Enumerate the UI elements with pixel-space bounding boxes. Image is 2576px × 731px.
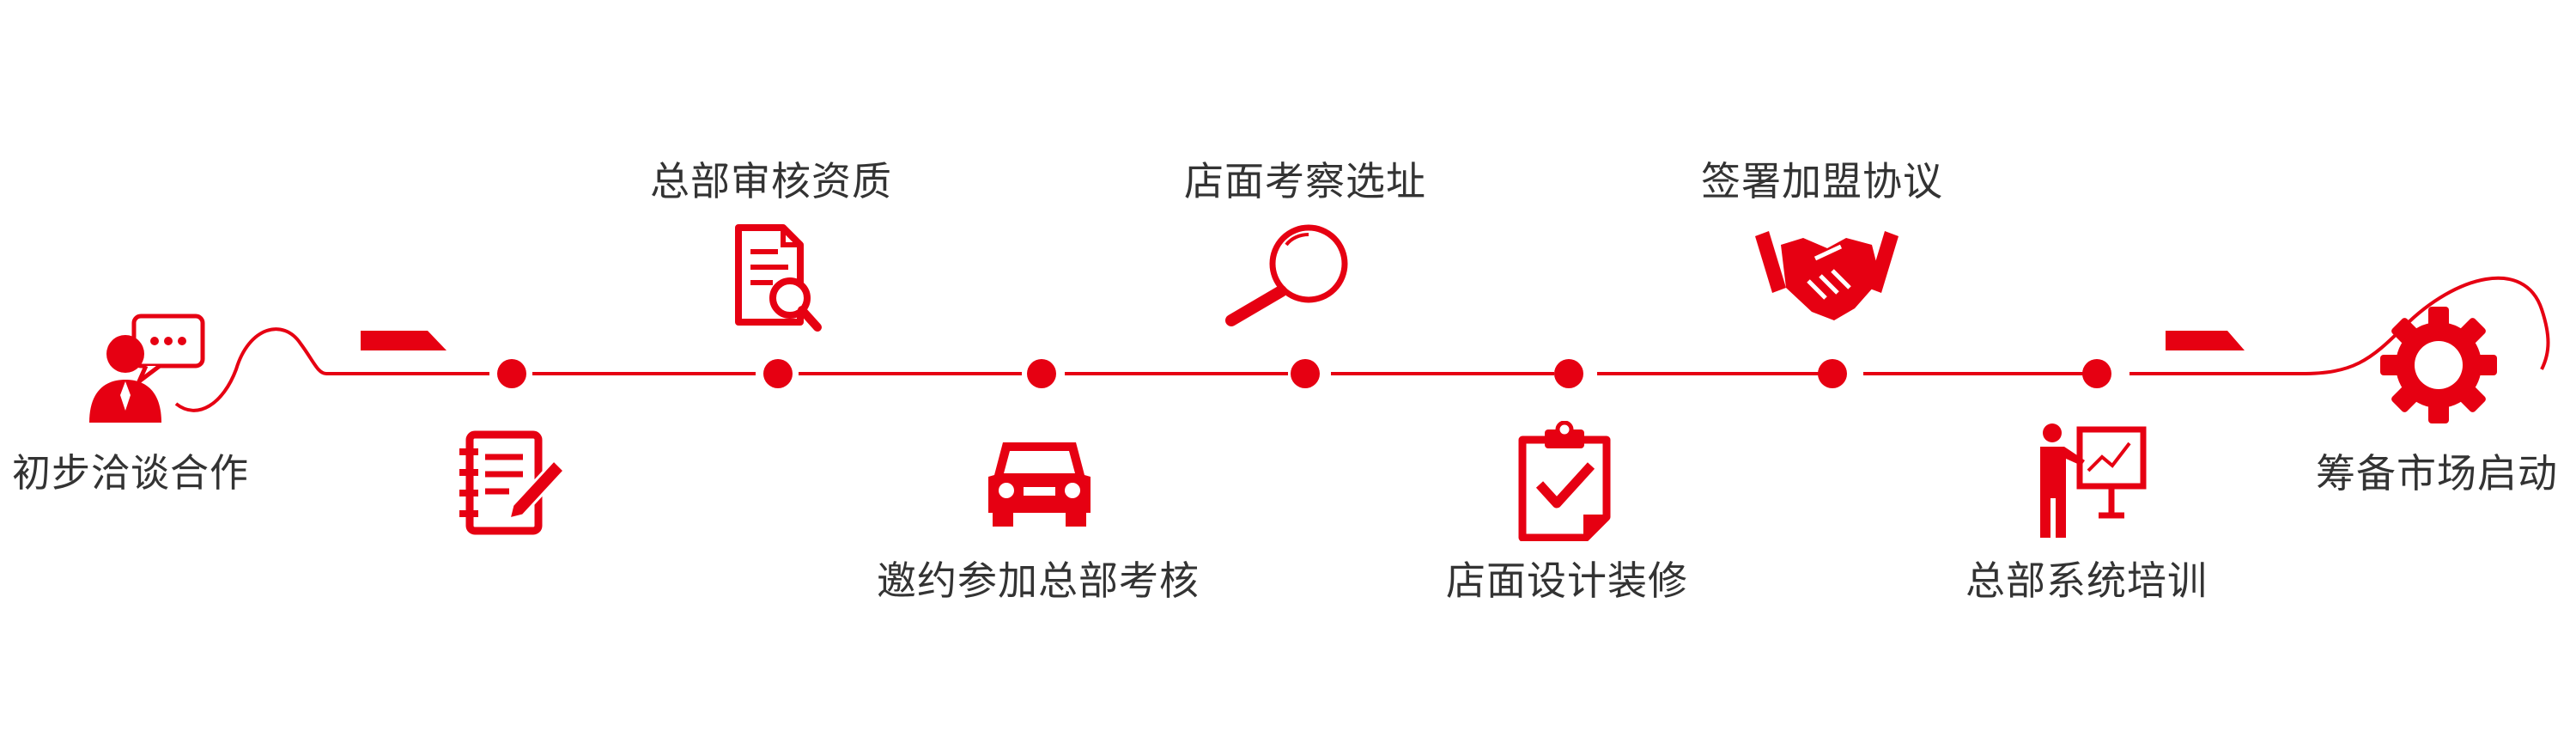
step-label-6: 签署加盟协议 bbox=[1701, 158, 1943, 204]
magnifier-icon bbox=[1225, 224, 1348, 326]
step-label-3: 邀约参加总部考核 bbox=[877, 557, 1200, 604]
timeline-node-1 bbox=[497, 359, 526, 388]
consult-chat-icon bbox=[89, 314, 205, 423]
timeline-node-4 bbox=[1291, 359, 1320, 388]
step-label-1: 初步洽谈合作 bbox=[11, 450, 250, 496]
step-label-8: 筹备市场启动 bbox=[2316, 450, 2558, 496]
gear-icon bbox=[2380, 307, 2497, 423]
timeline-node-2 bbox=[763, 359, 793, 388]
step-label-2: 总部审核资质 bbox=[650, 158, 892, 204]
timeline-node-5 bbox=[1554, 359, 1583, 388]
step-label-4: 店面考察选址 bbox=[1184, 158, 1426, 204]
timeline-node-3 bbox=[1027, 359, 1056, 388]
step-label-5: 店面设计装修 bbox=[1446, 557, 1688, 604]
timeline-node-7 bbox=[2082, 359, 2111, 388]
document-search-icon bbox=[735, 224, 822, 332]
clipboard-check-icon bbox=[1518, 421, 1611, 541]
contract-sign-icon bbox=[459, 430, 567, 535]
timeline-node-6 bbox=[1818, 359, 1847, 388]
presentation-trainer-icon bbox=[2040, 423, 2147, 538]
car-icon bbox=[988, 442, 1091, 527]
step-label-7: 总部系统培训 bbox=[1965, 557, 2208, 604]
handshake-icon bbox=[1755, 231, 1899, 320]
